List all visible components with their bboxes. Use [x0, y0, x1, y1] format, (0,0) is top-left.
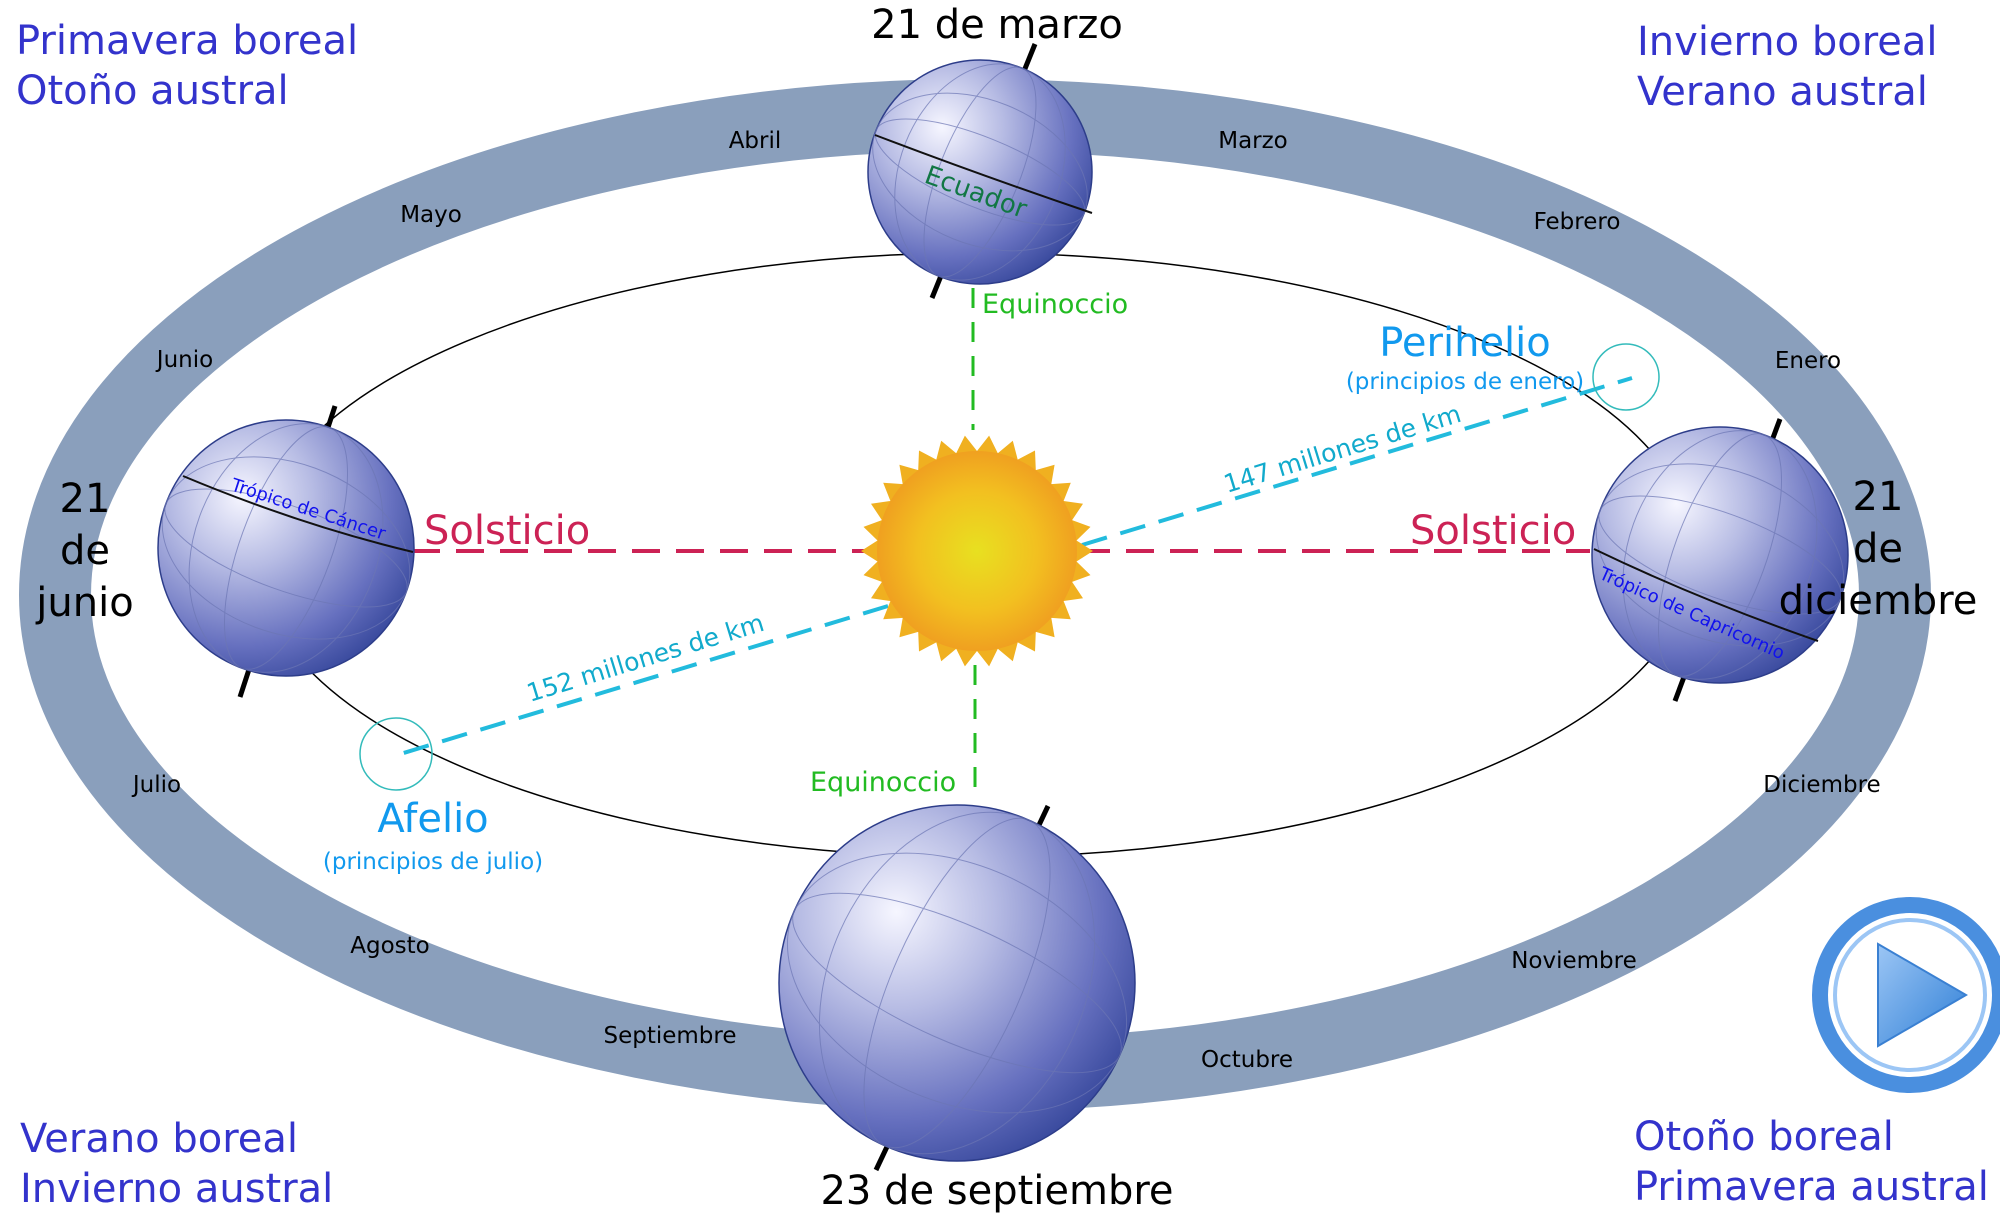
- perihelion-distance-label: 147 millones de km: [1220, 399, 1464, 499]
- equator-line: [874, 134, 1093, 214]
- sun-icon: [861, 435, 1093, 667]
- date-march: 21 de marzo: [871, 2, 1123, 48]
- season-top-left-line2: Otoño austral: [16, 68, 289, 114]
- aphelion-title: Afelio: [377, 796, 488, 842]
- month-junio: Junio: [155, 347, 213, 373]
- sun-disc: [877, 451, 1077, 651]
- season-top-right-line1: Invierno boreal: [1637, 19, 1938, 65]
- month-abril: Abril: [729, 128, 782, 154]
- season-bottom-right-line2: Primavera austral: [1634, 1164, 1989, 1210]
- play-icon[interactable]: [1877, 942, 1968, 1048]
- earth-march: Ecuador: [867, 43, 1093, 299]
- aphelion-distance-label: 152 millones de km: [523, 608, 767, 708]
- earth-globe-icon: [1591, 426, 1849, 684]
- month-noviembre: Noviembre: [1511, 948, 1637, 974]
- equinox-label-top: Equinoccio: [982, 289, 1128, 320]
- season-bottom-right-line1: Otoño boreal: [1634, 1114, 1894, 1160]
- perihelion-distance-line: [1081, 376, 1633, 547]
- solstice-label-left: Solsticio: [424, 508, 590, 554]
- perihelion-subtitle: (principios de enero): [1346, 369, 1584, 395]
- solstice-label-right: Solsticio: [1410, 508, 1576, 554]
- aphelion-distance-line: [396, 604, 889, 757]
- date-june-line2: de: [60, 528, 110, 574]
- month-septiembre: Septiembre: [603, 1023, 736, 1049]
- month-agosto: Agosto: [350, 933, 429, 959]
- earth-globe-icon: [157, 419, 415, 677]
- month-octubre: Octubre: [1201, 1047, 1293, 1073]
- date-june-line1: 21: [60, 476, 111, 522]
- month-marzo: Marzo: [1218, 128, 1288, 154]
- earth-grid: [161, 423, 411, 673]
- play-button[interactable]: [1812, 897, 2000, 1093]
- aphelion-subtitle: (principios de julio): [323, 849, 543, 875]
- date-december-line1: 21: [1853, 474, 1904, 520]
- aphelion-marker: [359, 717, 433, 791]
- earth-grid: [786, 811, 1128, 1155]
- month-enero: Enero: [1775, 348, 1841, 374]
- month-mayo: Mayo: [400, 202, 462, 228]
- tropic-of-capricorn-line: [1593, 548, 1819, 642]
- earth-globe-icon: [778, 804, 1136, 1162]
- season-top-right-line2: Verano austral: [1637, 69, 1928, 115]
- season-bottom-left-line1: Verano boreal: [20, 1116, 298, 1162]
- date-december-line3: diciembre: [1779, 578, 1978, 624]
- perihelion-marker: [1592, 343, 1660, 411]
- earth-september: [778, 804, 1136, 1172]
- earth-globe-icon: [867, 59, 1093, 285]
- perihelion-title: Perihelio: [1379, 320, 1551, 366]
- month-diciembre: Diciembre: [1763, 772, 1880, 798]
- season-bottom-left-line2: Invierno austral: [20, 1166, 333, 1212]
- earth-grid: [1595, 430, 1845, 680]
- date-september: 23 de septiembre: [820, 1168, 1173, 1214]
- tropic-of-cancer-line: [182, 475, 414, 553]
- date-december-line2: de: [1853, 526, 1903, 572]
- earth-june: Trópico de Cáncer: [157, 405, 415, 698]
- equinox-label-bottom: Equinoccio: [810, 767, 956, 798]
- season-top-left-line1: Primavera boreal: [16, 18, 358, 64]
- date-june-line3: junio: [35, 580, 133, 626]
- month-julio: Julio: [131, 772, 181, 798]
- month-febrero: Febrero: [1534, 209, 1621, 235]
